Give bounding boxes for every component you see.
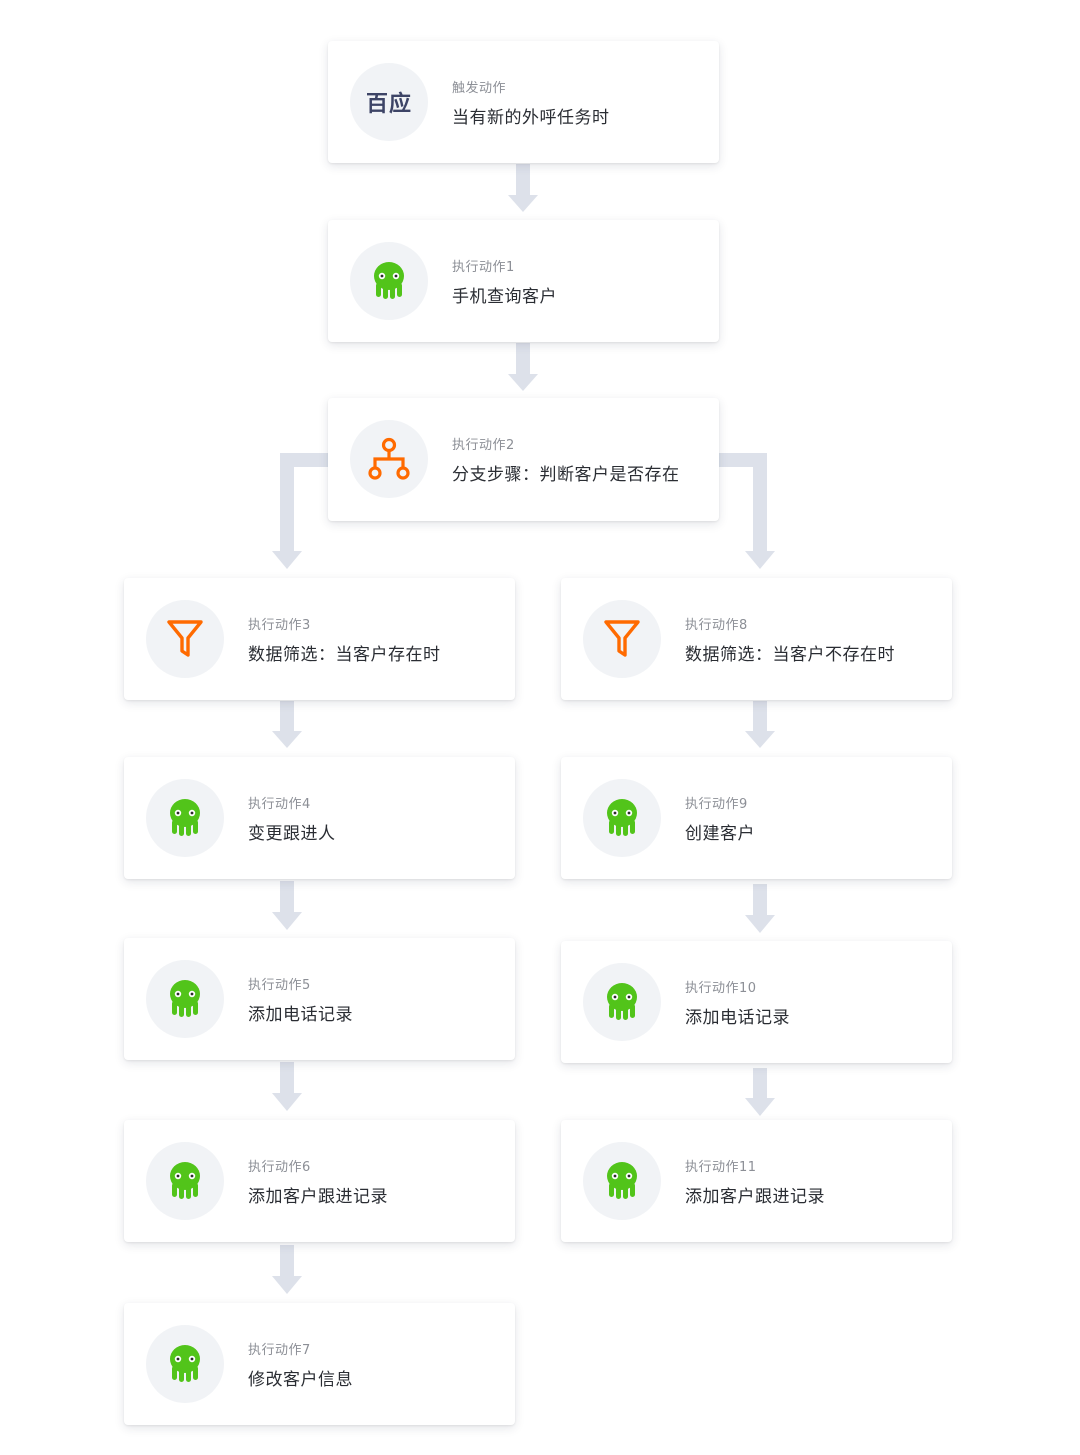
- app-logo-icon: 百应: [365, 92, 412, 117]
- arrow-head: [745, 1098, 775, 1116]
- connector-a1-a2: [516, 343, 530, 376]
- arrow-head: [508, 195, 538, 212]
- step-label: 执行动作11: [685, 1160, 757, 1175]
- arrow-head: [745, 551, 775, 569]
- step-title: 创建客户: [685, 824, 755, 844]
- arrow-head: [745, 731, 775, 748]
- step-label: 执行动作2: [452, 438, 515, 453]
- step-label: 触发动作: [452, 81, 507, 96]
- step-title: 手机查询客户: [452, 287, 557, 307]
- step-title: 当有新的外呼任务时: [452, 108, 610, 128]
- step-label: 执行动作6: [248, 1160, 311, 1175]
- step-title: 添加电话记录: [248, 1005, 353, 1025]
- step-title: 分支步骤：判断客户是否存在: [452, 465, 680, 485]
- step-title: 变更跟进人: [248, 824, 336, 844]
- octopus-icon: [374, 262, 404, 299]
- step-title: 添加客户跟进记录: [248, 1187, 388, 1207]
- trigger-card[interactable]: 百应 触发动作 当有新的外呼任务时: [328, 41, 719, 163]
- step-label: 执行动作7: [248, 1343, 311, 1358]
- icon-circle: [583, 600, 661, 678]
- connector-trigger-a1: [516, 164, 530, 197]
- icon-circle: [146, 779, 224, 857]
- arrow-head: [272, 1276, 302, 1294]
- action-card-2[interactable]: 执行动作2 分支步骤：判断客户是否存在: [328, 398, 719, 521]
- step-label: 执行动作5: [248, 978, 311, 993]
- octopus-icon: [607, 983, 637, 1020]
- connector-a8-a9: [753, 701, 767, 733]
- step-title: 数据筛选：当客户存在时: [248, 645, 441, 665]
- octopus-icon: [607, 799, 637, 836]
- connector-a5-a6: [280, 1062, 294, 1095]
- icon-circle: [350, 242, 428, 320]
- action-card-5[interactable]: 执行动作5 添加电话记录: [124, 938, 515, 1060]
- step-label: 执行动作8: [685, 618, 748, 633]
- action-card-8[interactable]: 执行动作8 数据筛选：当客户不存在时: [561, 578, 952, 700]
- connector-a4-a5: [280, 881, 294, 914]
- branch-icon: [368, 437, 410, 480]
- arrow-head: [272, 1093, 302, 1111]
- icon-circle: [146, 600, 224, 678]
- action-card-3[interactable]: 执行动作3 数据筛选：当客户存在时: [124, 578, 515, 700]
- step-title: 添加客户跟进记录: [685, 1187, 825, 1207]
- icon-circle: [583, 963, 661, 1041]
- connector-branch-right-v: [753, 453, 767, 553]
- connector-a9-a10: [753, 884, 767, 917]
- icon-circle: [583, 779, 661, 857]
- step-title: 数据筛选：当客户不存在时: [685, 645, 895, 665]
- arrow-head: [272, 551, 302, 569]
- arrow-head: [272, 912, 302, 930]
- action-card-9[interactable]: 执行动作9 创建客户: [561, 757, 952, 879]
- step-label: 执行动作10: [685, 981, 757, 996]
- action-card-10[interactable]: 执行动作10 添加电话记录: [561, 941, 952, 1063]
- step-label: 执行动作9: [685, 797, 748, 812]
- step-label: 执行动作1: [452, 260, 515, 275]
- action-card-7[interactable]: 执行动作7 修改客户信息: [124, 1303, 515, 1425]
- filter-icon: [604, 620, 640, 657]
- octopus-icon: [170, 980, 200, 1017]
- action-card-4[interactable]: 执行动作4 变更跟进人: [124, 757, 515, 879]
- step-label: 执行动作4: [248, 797, 311, 812]
- icon-circle: [146, 1142, 224, 1220]
- octopus-icon: [170, 1162, 200, 1199]
- connector-a10-a11: [753, 1068, 767, 1100]
- arrow-head: [272, 731, 302, 748]
- arrow-head: [745, 915, 775, 933]
- octopus-icon: [170, 799, 200, 836]
- arrow-head: [508, 374, 538, 391]
- connector-a3-a4: [280, 701, 294, 733]
- filter-icon: [167, 620, 203, 657]
- connector-a6-a7: [280, 1245, 294, 1278]
- trigger-icon-circle: 百应: [350, 63, 428, 141]
- step-title: 添加电话记录: [685, 1008, 790, 1028]
- action-card-1[interactable]: 执行动作1 手机查询客户: [328, 220, 719, 342]
- connector-branch-left-v: [280, 453, 294, 553]
- icon-circle: [146, 1325, 224, 1403]
- octopus-icon: [607, 1162, 637, 1199]
- action-card-6[interactable]: 执行动作6 添加客户跟进记录: [124, 1120, 515, 1242]
- action-card-11[interactable]: 执行动作11 添加客户跟进记录: [561, 1120, 952, 1242]
- icon-circle: [146, 960, 224, 1038]
- step-label: 执行动作3: [248, 618, 311, 633]
- icon-circle: [583, 1142, 661, 1220]
- icon-circle: [350, 420, 428, 498]
- octopus-icon: [170, 1345, 200, 1382]
- step-title: 修改客户信息: [248, 1370, 353, 1390]
